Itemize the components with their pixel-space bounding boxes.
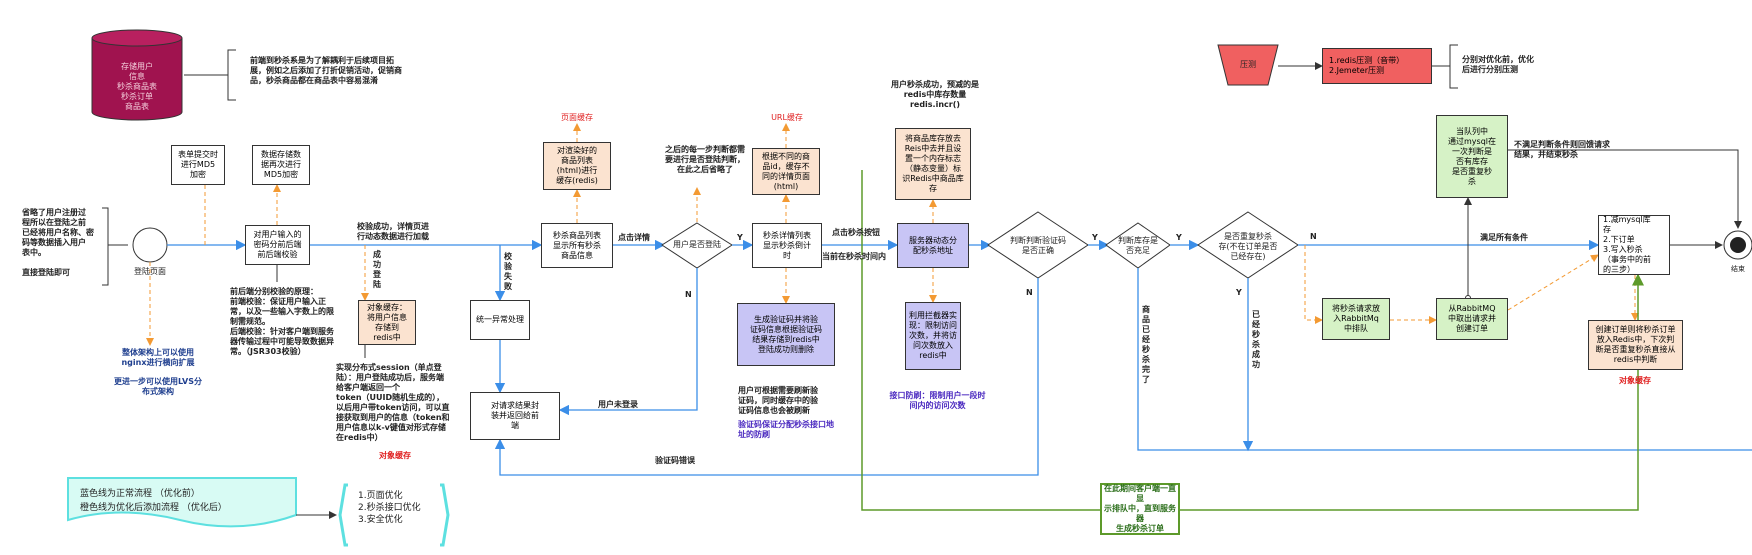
brace-opt-right xyxy=(440,483,450,547)
queue-waiting-box: 在此期间客户端一直显 示排队中，直到服务器 生成秒杀订单 xyxy=(1100,483,1180,535)
start-label: 登陆页面 xyxy=(134,267,166,276)
stress-note: 分别对优化前，优化 后进行分别压测 xyxy=(1462,55,1534,74)
edge-wait-right xyxy=(1180,273,1644,511)
check-captcha-label: 判断判断验证码 是否正确 xyxy=(1010,236,1066,255)
legend-orange: 橙色线为优化后添加流程 （优化后） xyxy=(80,503,227,513)
session-note: 实现分布式session（单点登 陆）：用户登陆成功后，服务端 给客户端返回一个… xyxy=(336,363,450,442)
captcha-gen-box: 生成验证码并将验 证码信息根据验证码 结果存储到redis中 登陆成功则删除 xyxy=(737,303,835,366)
login-success-label: 成 功 登 陆 xyxy=(373,250,381,289)
check-login-note: 之后的每一步判断都需 要进行是否登陆判断， 在此之后省略了 xyxy=(665,145,745,174)
optimization-list: 1.页面优化 2.秒杀接口优化 3.安全优化 xyxy=(358,491,421,525)
is-login-no: N xyxy=(685,290,692,299)
edge-captcha-n xyxy=(494,278,1039,476)
stock-note: 用户秒杀成功，预减的是 redis中库存数量 redis.incr() xyxy=(891,80,979,109)
is-login-yes: Y xyxy=(737,233,743,242)
edge-dup-queue xyxy=(1304,245,1323,324)
login-ok-label: 校验成功，详情页进 行动态数据进行加载 xyxy=(357,222,429,241)
captcha-no: N xyxy=(1026,288,1033,297)
start-node xyxy=(132,227,168,263)
rate-limit-box: 利用拦截器实 现：限制访问 次数，并将访 问次数放入 redis中 xyxy=(905,302,961,370)
stress-label: 压测 xyxy=(1240,60,1256,69)
dup-no: N xyxy=(1310,232,1317,241)
order-cache-box: 创建订单则将秒杀订单 放入Redis中，下次判 断是否重复秒杀直接从 redis… xyxy=(1588,320,1683,370)
legend-blue: 蓝色线为正常流程 （优化前） xyxy=(80,489,200,499)
edge-stock-n xyxy=(1137,268,1752,451)
db-label: 存储用户 信息 秒杀商品表 秒杀订单 商品表 xyxy=(117,62,157,111)
seckill-detail-box: 秒杀详情列表 显示秒杀倒计 时 xyxy=(752,223,822,268)
legend-shape xyxy=(67,477,297,528)
stress-trapezoid xyxy=(1217,44,1279,86)
brace-opt-left xyxy=(338,483,348,547)
stock-redis-box: 将商品库存放去 Reis中去并且设 置一个内存标志 （静态变量）标 识Redis… xyxy=(895,128,971,200)
cluster-note-1: 整体架构上可以使用 nginx进行横向扩展 xyxy=(121,348,195,367)
url-cache-title: URL缓存 xyxy=(771,113,803,122)
obj-cache-label-1: 对象缓存 xyxy=(379,451,411,460)
edge-mq-order xyxy=(1507,254,1599,311)
session-cache-box: 对象缓存： 将用户信息 存储到 redis中 xyxy=(358,300,416,345)
sold-out-label: 商 品 已 经 秒 杀 完 了 xyxy=(1142,305,1150,384)
captcha-error-label: 验证码错误 xyxy=(655,456,695,465)
brace-db-note xyxy=(227,49,236,101)
stress-box: 1.redis压测（音带） 2.Jemeter压测 xyxy=(1322,48,1432,84)
order-steps-box: 1.减mysql库 存 2.下订单 3.写入秒杀 （事务中的前 的三步） xyxy=(1598,215,1670,275)
queue-enter-box: 将秒杀请求放 入RabbitMq 中排队 xyxy=(1322,298,1390,340)
validation-note: 前后端分别校验的原理： 前端校验：保证用户输入正 常，以及一些输入字数上的限 制… xyxy=(230,287,334,356)
md5-db-box: 数据存储数 据再次进行 MD5加密 xyxy=(252,145,310,185)
page-cache-title: 页面缓存 xyxy=(561,113,593,122)
stock-yes: Y xyxy=(1176,233,1182,242)
click-seckill-label: 点击秒杀按钮 xyxy=(832,228,880,237)
already-success-label: 已 经 秒 杀 成 功 xyxy=(1252,310,1260,369)
url-cache-box: 根据不同的商 品id，缓存不 同的详情页面 (html) xyxy=(752,148,820,195)
dup-yes: Y xyxy=(1236,288,1242,297)
result-pack-box: 对请求结果封 装并返回给前 端 xyxy=(470,392,560,440)
page-cache-box: 对渲染好的 商品列表 (html)进行 缓存(redis) xyxy=(543,142,611,190)
db-note: 前端到秒杀系是为了解耦利于后续项目拓 展，例如之后添加了打折促销活动，促销商 品… xyxy=(250,56,402,85)
mq-consume-box: 从RabbitMQ 中取出请求并 创建订单 xyxy=(1436,298,1508,340)
database-cylinder xyxy=(91,29,183,121)
end-node-inner xyxy=(1730,237,1746,253)
captcha-refresh-note: 用户可根据需要刷新验 证码，同时缓存中的验 证码信息也会被刷新 xyxy=(738,386,818,415)
seckill-list-box: 秒杀商品列表 显示所有秒杀 商品信息 xyxy=(541,223,613,268)
captcha-yes: Y xyxy=(1092,233,1098,242)
not-login-label: 用户未登录 xyxy=(598,400,638,409)
check-fail-label: 校 验 失 败 xyxy=(504,252,512,291)
obj-cache-label-2: 对象缓存 xyxy=(1619,376,1651,385)
captcha-antibrush-note: 验证码保证分配秒杀接口地 址的防刷 xyxy=(738,420,834,439)
in-time-label: 当前在秒杀时间内 xyxy=(822,252,886,261)
all-ok-label: 满足所有条件 xyxy=(1480,233,1528,242)
end-label: 结束 xyxy=(1731,265,1745,273)
check-stock-label: 判断库存是 否充足 xyxy=(1118,236,1158,255)
exception-box: 统一异常处理 xyxy=(470,300,530,340)
mq-check-box: 当队列中 通过mysql在 一次判断是 否有库存 是否重复秒 杀 xyxy=(1436,115,1508,198)
cluster-note-2: 更进一步可以使用LVS分 布式架构 xyxy=(114,377,202,396)
is-login-label: 用户是否登陆 xyxy=(673,240,721,249)
click-detail-label: 点击详情 xyxy=(618,233,650,242)
dup-check-label: 是否重复秒杀 存(不在订单是否 已经存在) xyxy=(1218,232,1278,261)
pwd-check-box: 对用户输入的 密码分前后端 前后端校验 xyxy=(245,225,310,265)
dyn-addr-box: 服务器动态分 配秒杀地址 xyxy=(897,223,969,268)
not-ok-label: 不满足判断条件则回馈请求 结果，并结束秒杀 xyxy=(1514,140,1610,159)
brace-stress xyxy=(1449,44,1458,89)
md5-form-box: 表单提交时 进行MD5 加密 xyxy=(171,145,225,185)
edge-wait-left xyxy=(861,258,1100,511)
brace-login-note xyxy=(102,207,109,286)
rate-limit-note: 接口防刷：限制用户一段时 间内的访问次数 xyxy=(889,391,986,410)
login-note: 省略了用户注册过 程所以在登陆之前 已经将用户名称、密 码等数据插入用户 表中。… xyxy=(22,208,94,277)
edge-not-ok xyxy=(1508,149,1742,229)
edge-login-n xyxy=(558,268,698,416)
